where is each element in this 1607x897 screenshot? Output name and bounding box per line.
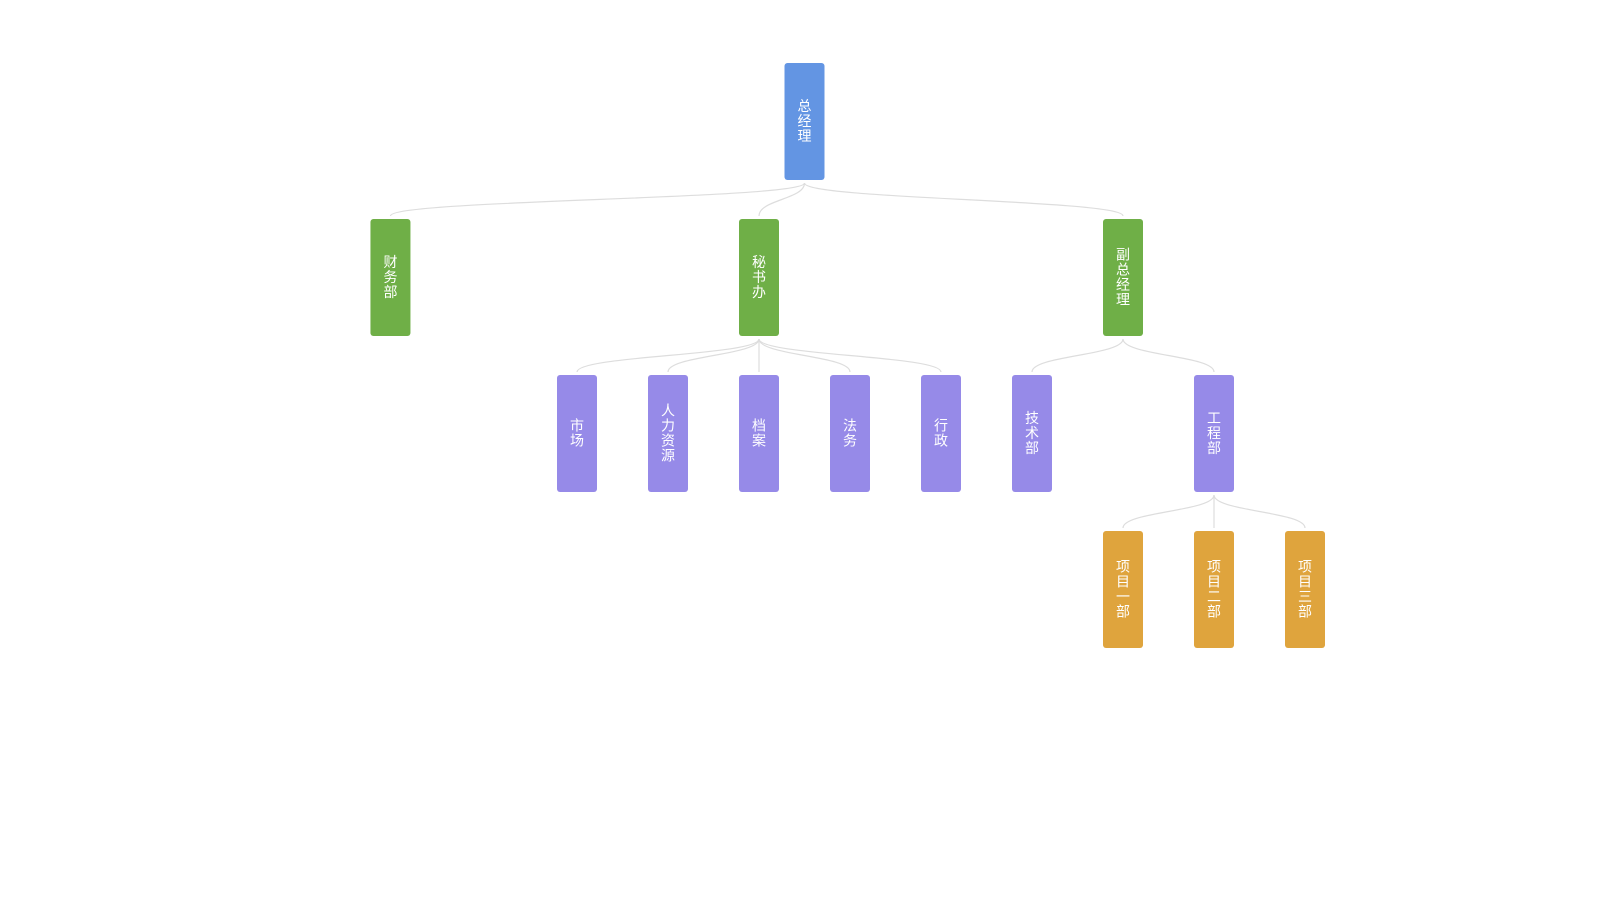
node-box-gm[interactable]: [784, 63, 825, 180]
link-engineering-proj1: [1122, 494, 1215, 529]
node-label-deputy: 副总经理: [1116, 248, 1130, 309]
node-box-legal[interactable]: [830, 375, 870, 492]
link-secretary-admin: [758, 338, 942, 373]
node-box-deputy[interactable]: [1103, 219, 1143, 336]
node-label-proj1: 项目一部: [1116, 560, 1130, 621]
node-secretary[interactable]: 秘书办: [739, 219, 779, 336]
links-layer: [389, 182, 1306, 529]
node-box-hr[interactable]: [648, 375, 688, 492]
link-secretary-market: [576, 338, 760, 373]
link-gm-secretary: [758, 182, 806, 217]
node-engineering[interactable]: 工程部: [1194, 375, 1234, 492]
node-proj2[interactable]: 项目二部: [1194, 531, 1234, 648]
node-label-gm: 总经理: [798, 99, 812, 145]
node-label-secretary: 秘书办: [752, 255, 766, 301]
node-proj3[interactable]: 项目三部: [1285, 531, 1325, 648]
node-market[interactable]: 市场: [557, 375, 597, 492]
node-tech[interactable]: 技术部: [1012, 375, 1052, 492]
node-label-legal: 法务: [843, 419, 857, 450]
node-admin[interactable]: 行政: [921, 375, 961, 492]
node-gm[interactable]: 总经理: [784, 63, 825, 180]
node-deputy[interactable]: 副总经理: [1103, 219, 1143, 336]
node-finance[interactable]: 财务部: [370, 219, 411, 336]
node-label-hr: 人力资源: [661, 404, 675, 465]
link-deputy-tech: [1031, 338, 1124, 373]
node-label-market: 市场: [570, 418, 584, 450]
node-label-proj2: 项目二部: [1207, 560, 1221, 621]
node-label-archive: 档案: [752, 419, 766, 450]
node-box-tech[interactable]: [1012, 375, 1052, 492]
node-label-tech: 技术部: [1025, 411, 1039, 457]
node-box-proj1[interactable]: [1103, 531, 1143, 648]
node-label-finance: 财务部: [383, 255, 397, 301]
node-box-archive[interactable]: [739, 375, 779, 492]
link-secretary-hr: [667, 338, 760, 373]
link-deputy-engineering: [1122, 338, 1215, 373]
node-box-finance[interactable]: [370, 219, 411, 336]
node-label-admin: 行政: [934, 419, 948, 450]
node-proj1[interactable]: 项目一部: [1103, 531, 1143, 648]
link-gm-deputy: [803, 182, 1124, 217]
link-engineering-proj3: [1213, 494, 1306, 529]
node-box-market[interactable]: [557, 375, 597, 492]
node-box-engineering[interactable]: [1194, 375, 1234, 492]
node-box-proj2[interactable]: [1194, 531, 1234, 648]
node-box-secretary[interactable]: [739, 219, 779, 336]
node-legal[interactable]: 法务: [830, 375, 870, 492]
node-box-proj3[interactable]: [1285, 531, 1325, 648]
node-label-engineering: 工程部: [1207, 411, 1221, 457]
node-label-proj3: 项目三部: [1298, 560, 1312, 621]
node-hr[interactable]: 人力资源: [648, 375, 688, 492]
link-gm-finance: [389, 182, 806, 217]
node-archive[interactable]: 档案: [739, 375, 779, 492]
node-box-admin[interactable]: [921, 375, 961, 492]
link-secretary-legal: [758, 338, 851, 373]
